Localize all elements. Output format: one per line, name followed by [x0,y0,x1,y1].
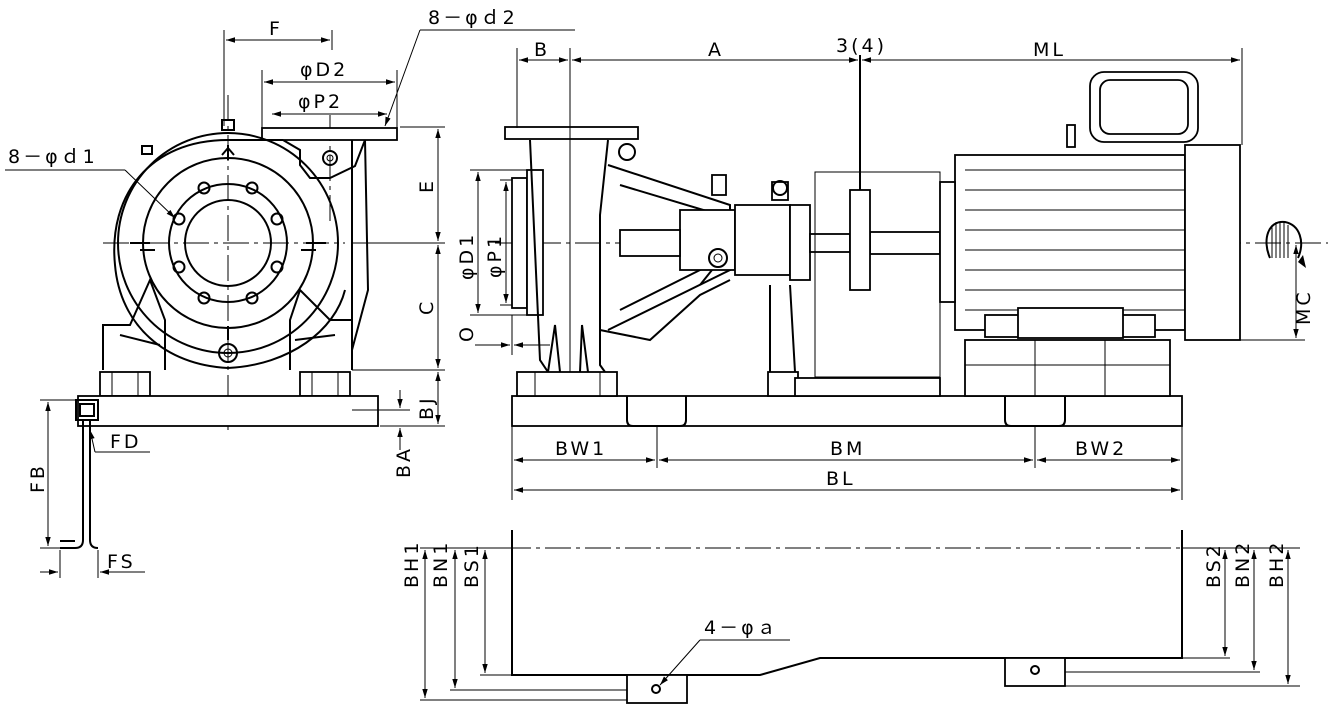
label-BH1: BH1 [401,540,423,588]
label-BW1: BW1 [555,438,607,460]
label-D2: φD2 [300,59,348,81]
label-8-d1: 8－φｄ1 [8,146,98,168]
front-view-dimensions [5,29,575,578]
label-ML: ML [1033,39,1066,61]
label-D1: φD1 [456,232,478,280]
label-4-a: 4－φａ [704,617,779,639]
label-BN2: BN2 [1232,540,1254,588]
label-E: E [416,178,438,193]
label-BW2: BW2 [1075,438,1127,460]
flange-bolt-holes [172,181,284,305]
label-P2: φP2 [298,91,343,113]
label-BN1: BN1 [430,540,452,588]
label-BM: BM [830,438,865,460]
label-BL: BL [826,468,856,490]
base-dimensions [420,547,1300,701]
label-coupling: 3(4) [836,35,887,57]
label-P1: φP1 [484,233,506,278]
label-BS1: BS1 [461,542,483,588]
label-BH2: BH2 [1266,540,1288,588]
label-B: B [534,39,550,61]
label-C: C [416,299,438,315]
dimension-labels: F 8－φｄ2 φD2 φP2 8－φｄ1 E C BJ BA FB FD FS… [8,7,1315,639]
side-view [495,55,1328,427]
label-FB: FB [27,463,49,493]
label-O: O [456,324,478,342]
label-FD: FD [110,431,142,453]
label-BA: BA [393,446,415,478]
label-BJ: BJ [416,395,438,420]
label-FS: FS [107,551,136,573]
base-side-view [505,530,1190,704]
label-F: F [269,18,283,40]
side-view-dimensions [470,48,1305,500]
label-A: A [708,39,724,61]
label-MC: MC [1293,289,1315,325]
label-8-d2: 8－φｄ2 [428,7,518,29]
front-view [60,95,398,549]
label-BS2: BS2 [1203,542,1225,588]
